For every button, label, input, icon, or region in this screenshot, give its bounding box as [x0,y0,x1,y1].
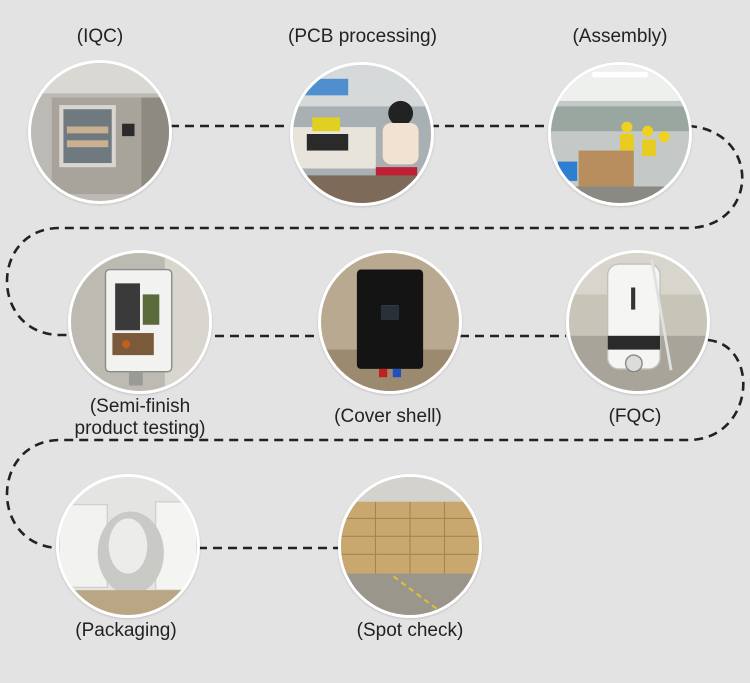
assembly-line-photo [548,62,692,206]
pcb-worker-photo [290,62,434,206]
step-label: (Assembly) [572,26,668,47]
foam-packaging-photo [56,474,200,618]
carton-warehouse-photo [338,474,482,618]
step-label: (FQC) [608,406,662,427]
step-label: (Cover shell) [334,406,442,427]
step-label: (Semi-finish product testing) [74,396,206,439]
step-label: (IQC) [76,26,124,47]
step-label: (Spot check) [356,620,464,641]
finished-heater-photo [566,250,710,394]
test-chamber-photo [28,60,172,204]
step-label: (PCB processing) [288,26,437,47]
cover-shell-photo [318,250,462,394]
heater-internals-photo [68,250,212,394]
step-label: (Packaging) [75,620,177,641]
